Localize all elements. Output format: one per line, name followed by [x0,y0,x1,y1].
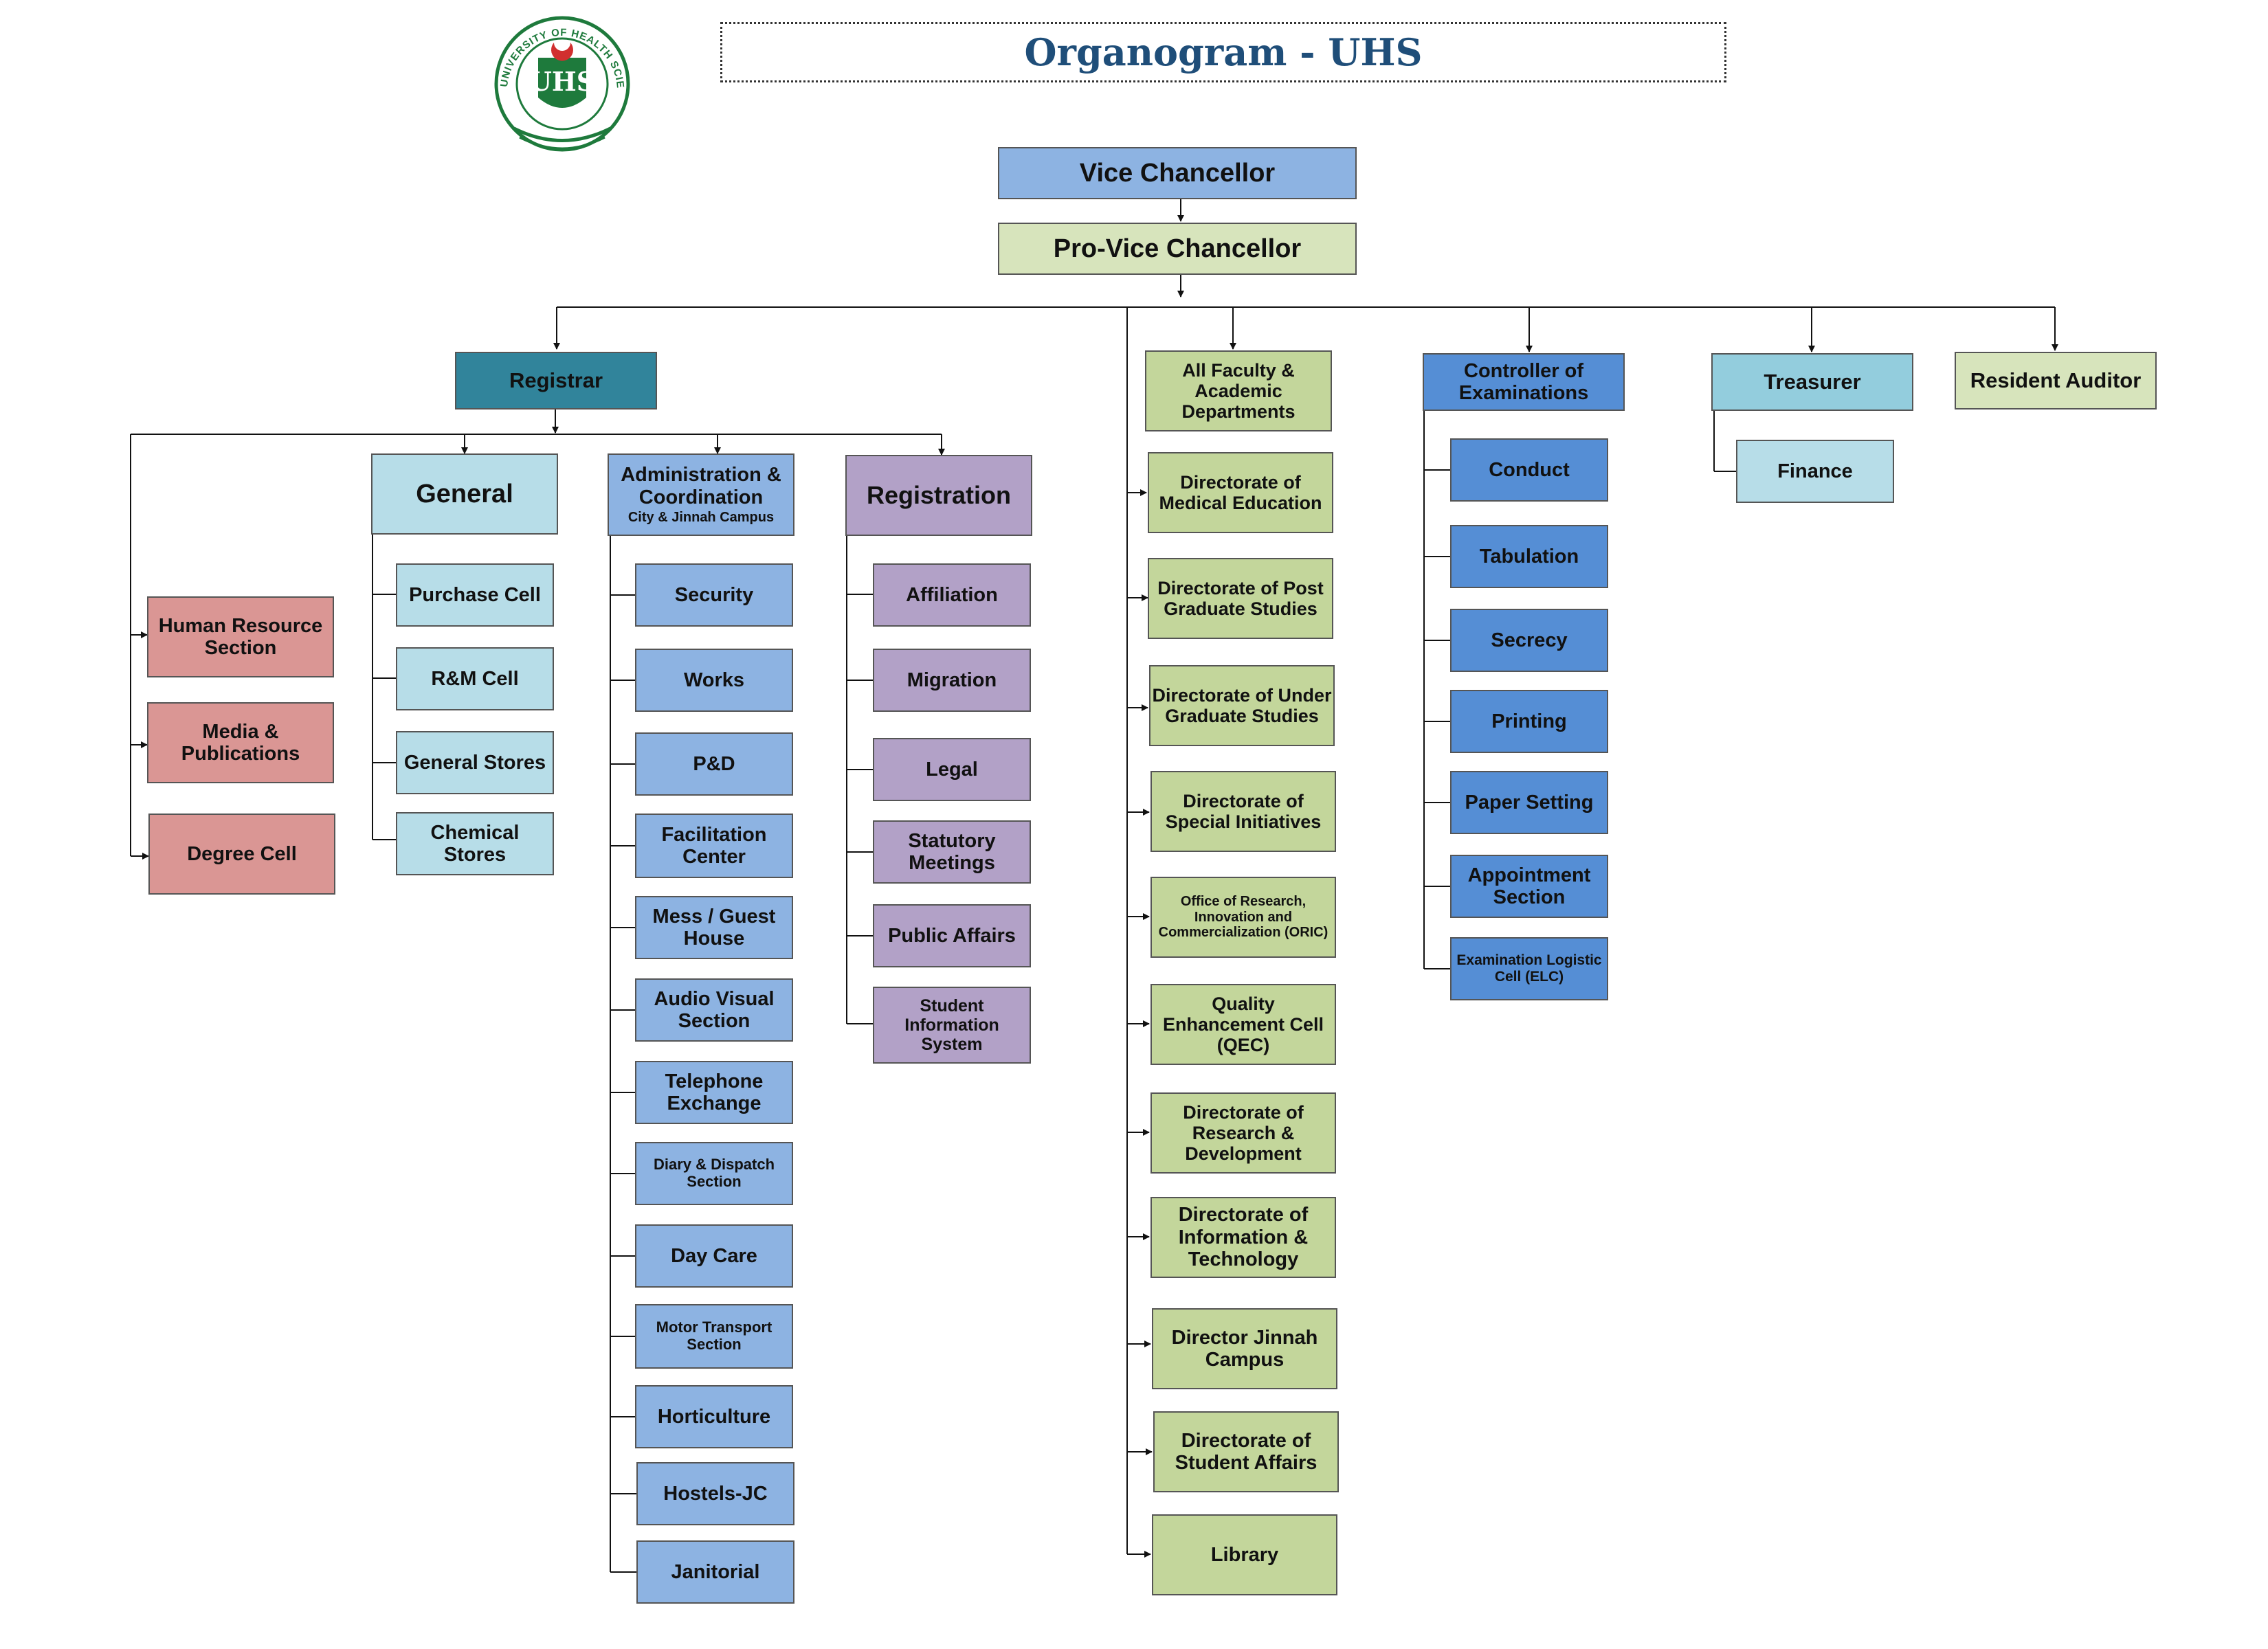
registration-item-box: Affiliation [873,563,1031,627]
general-item-box: General Stores [396,731,554,794]
general-item-box: R&M Cell [396,647,554,710]
administration-item-box: Motor Transport Section [635,1304,793,1369]
academic-item-box: Directorate of Medical Education [1148,452,1333,533]
administration-item-box: Facilitation Center [635,814,793,878]
administration-item-box: Day Care [635,1224,793,1288]
finance-box: Finance [1736,440,1894,503]
registrar-box: Registrar [455,352,657,410]
controller-item-box: Tabulation [1450,525,1608,588]
administration-box: Administration & Coordination City & Jin… [608,453,794,536]
registration-item-box: Statutory Meetings [873,820,1031,884]
svg-text:UHS: UHS [529,66,595,97]
academic-item-box: Directorate of Student Affairs [1153,1411,1339,1492]
title-frame: Organogram - UHS [720,22,1726,82]
controller-item-box: Appointment Section [1450,855,1608,918]
controller-item-box: Examination Logistic Cell (ELC) [1450,937,1608,1000]
academic-item-box: Library [1152,1514,1337,1595]
administration-item-box: Janitorial [636,1540,794,1604]
administration-item-box: Hostels-JC [636,1462,794,1525]
administration-item-box: Diary & Dispatch Section [635,1142,793,1205]
academic-item-box: Directorate of Information & Technology [1150,1197,1336,1278]
academic-item-box: Director Jinnah Campus [1152,1308,1337,1389]
administration-item-box: Mess / Guest House [635,896,793,959]
academic-item-box: Directorate of Post Graduate Studies [1148,558,1333,639]
controller-examinations-box: Controller of Examinations [1423,353,1625,411]
academic-item-box: Quality Enhancement Cell (QEC) [1150,984,1336,1065]
administration-item-box: P&D [635,732,793,796]
administration-item-box: Security [635,563,793,627]
controller-item-box: Printing [1450,690,1608,753]
registration-item-box: Legal [873,738,1031,801]
general-box: General [371,453,558,535]
administration-item-box: Horticulture [635,1385,793,1448]
administration-item-box: Audio Visual Section [635,978,793,1042]
controller-item-box: Conduct [1450,438,1608,502]
registration-item-box: Migration [873,649,1031,712]
general-item-box: Purchase Cell [396,563,554,627]
controller-item-box: Paper Setting [1450,771,1608,834]
registration-item-box: Student Information System [873,987,1031,1064]
controller-item-box: Secrecy [1450,609,1608,672]
registrar-unit-box: Media & Publications [147,702,334,783]
academic-departments-box: All Faculty & Academic Departments [1145,350,1332,431]
uhs-logo: UNIVERSITY OF HEALTH SCIENCES LAHORE UHS [487,15,630,152]
administration-item-box: Works [635,649,793,712]
treasurer-box: Treasurer [1711,353,1913,411]
academic-item-box: Directorate of Under Graduate Studies [1149,665,1335,746]
registration-item-box: Public Affairs [873,904,1031,967]
resident-auditor-box: Resident Auditor [1955,352,2157,410]
academic-item-box: Directorate of Special Initiatives [1150,771,1336,852]
registration-box: Registration [845,455,1032,536]
pro-vice-chancellor-box: Pro-Vice Chancellor [998,223,1357,275]
academic-item-box: Directorate of Research & Development [1150,1092,1336,1174]
vice-chancellor-box: Vice Chancellor [998,147,1357,199]
academic-item-box: Office of Research, Innovation and Comme… [1150,877,1336,958]
administration-item-box: Telephone Exchange [635,1061,793,1124]
page-title: Organogram - UHS [1024,30,1423,74]
registrar-unit-box: Human Resource Section [147,596,334,677]
general-item-box: Chemical Stores [396,812,554,875]
registrar-unit-box: Degree Cell [148,814,335,895]
